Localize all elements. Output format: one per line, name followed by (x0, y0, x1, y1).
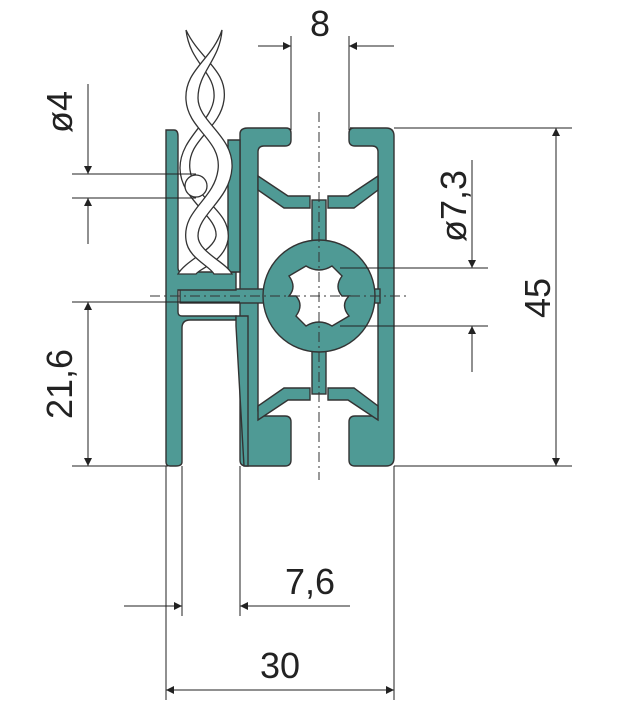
dimension-profile-width: 30 (165, 466, 395, 700)
center-lines (150, 112, 410, 480)
bore-diameter-label: ø7,3 (433, 170, 474, 242)
dimension-lower-height: 21,6 (39, 301, 240, 467)
rope-guide-lower-lip (235, 315, 249, 467)
profile-width-label: 30 (260, 645, 300, 686)
rope-strand-circle (184, 174, 208, 198)
lower-web-right (327, 387, 379, 422)
profile-right-frame (348, 127, 395, 467)
dimension-profile-height: 45 (394, 127, 572, 467)
dimension-bore-diameter: ø7,3 (340, 160, 488, 372)
rope-guide-left-wall (165, 129, 237, 467)
upper-web-left (257, 174, 311, 209)
groove-width-label: 7,6 (285, 561, 335, 602)
lower-height-label: 21,6 (39, 349, 80, 419)
dimension-rope-diameter: ø4 (39, 84, 196, 244)
lower-web-left (257, 387, 311, 422)
slot-width-label: 8 (310, 3, 330, 44)
profile-height-label: 45 (517, 278, 558, 318)
twisted-rope (176, 29, 234, 275)
rope-diameter-label: ø4 (39, 91, 80, 133)
dimension-groove-width: 7,6 (124, 466, 350, 616)
upper-web-right (327, 174, 379, 209)
dimension-slot-width: 8 (258, 3, 394, 130)
